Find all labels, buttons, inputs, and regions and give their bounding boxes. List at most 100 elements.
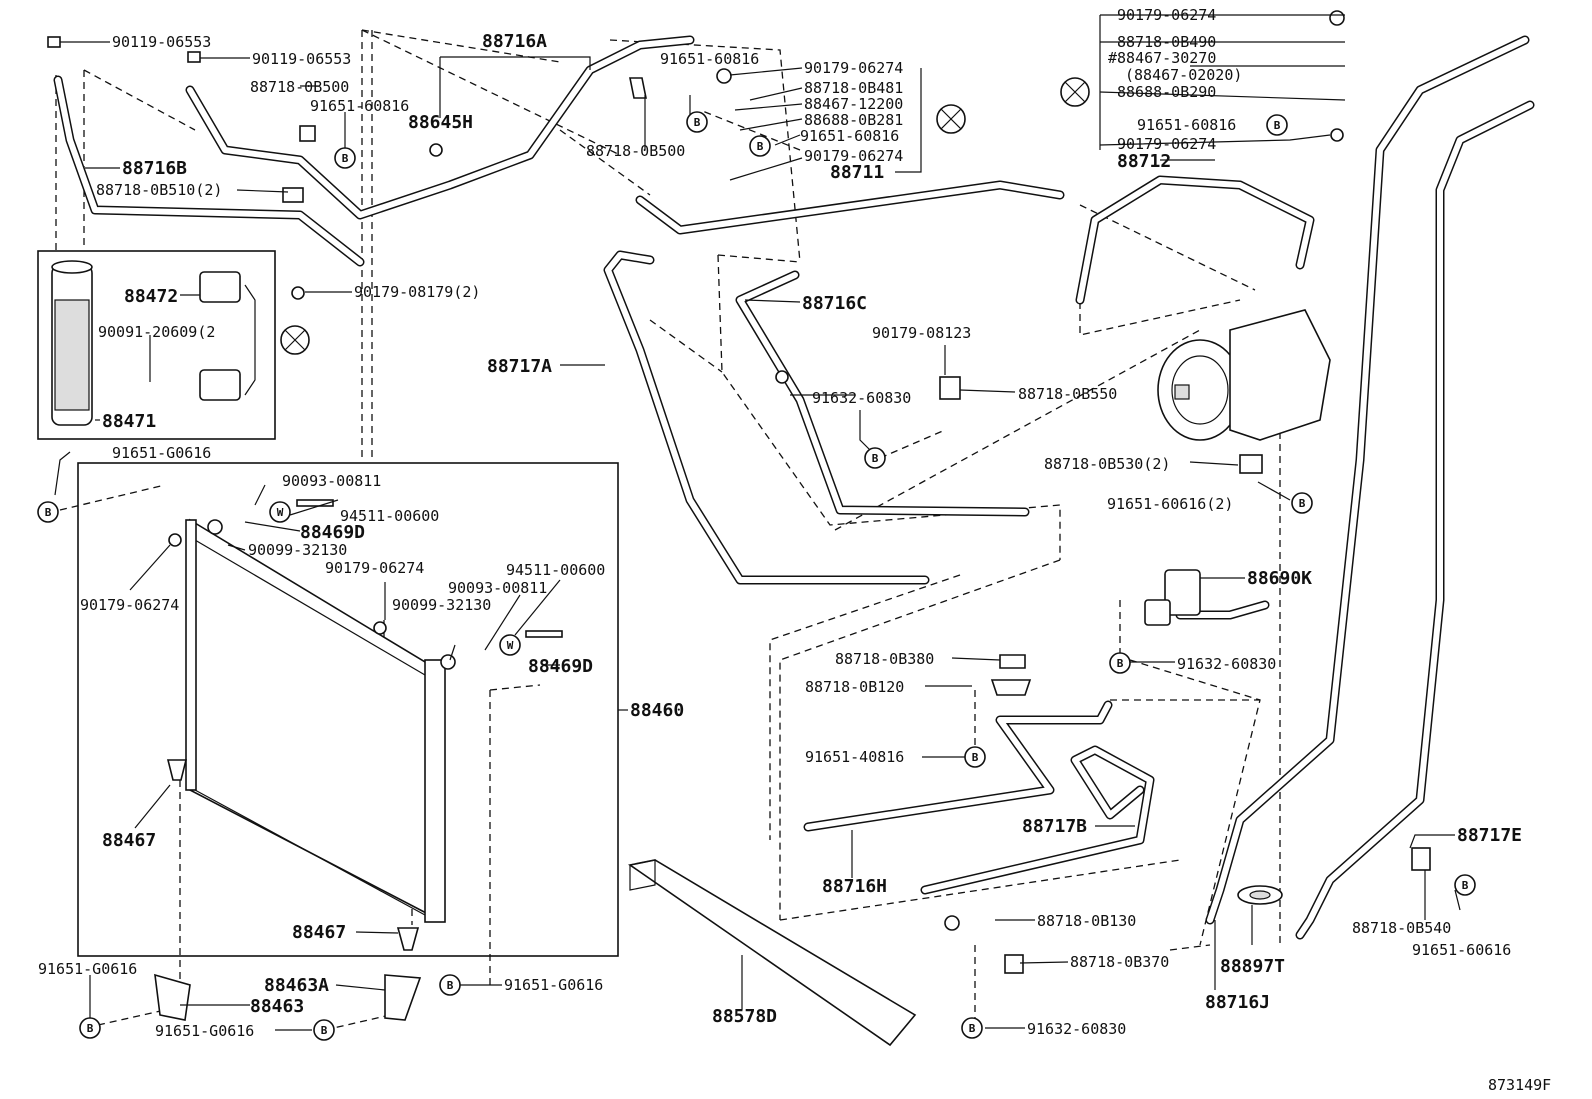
svg-text:B: B bbox=[1299, 497, 1306, 510]
part-label: 88467-12200 bbox=[804, 95, 903, 113]
part-label: 88717E bbox=[1457, 825, 1522, 846]
part-label: 88460 bbox=[630, 700, 684, 721]
part-label: 88471 bbox=[102, 411, 156, 432]
part-label: 88472 bbox=[124, 286, 178, 307]
part-label: 91632-60830 bbox=[812, 389, 911, 407]
svg-text:B: B bbox=[1462, 879, 1469, 892]
part-label: 90093-00811 bbox=[282, 472, 381, 490]
svg-text:B: B bbox=[87, 1022, 94, 1035]
svg-text:B: B bbox=[694, 116, 701, 129]
part-label: 88463A bbox=[264, 975, 329, 996]
part-label: 90179-06274 bbox=[804, 59, 903, 77]
part-label: 88718-0B500 bbox=[586, 142, 685, 160]
part-label: 88716C bbox=[802, 293, 867, 314]
svg-text:B: B bbox=[1274, 119, 1281, 132]
part-label: 88718-0B550 bbox=[1018, 385, 1117, 403]
pipes bbox=[53, 35, 1535, 940]
part-label: 88645H bbox=[408, 112, 473, 133]
valve-88690k bbox=[1144, 569, 1201, 626]
svg-text:B: B bbox=[1117, 657, 1124, 670]
part-label: 91651-G0616 bbox=[38, 960, 137, 978]
part-label: 88712 bbox=[1117, 151, 1171, 172]
group-brackets bbox=[439, 15, 1101, 711]
bracket-88463 bbox=[154, 973, 191, 1021]
part-label: 88718-0B380 bbox=[835, 650, 934, 668]
part-labels: 90119-06553 90119-06553 88716A 91651-608… bbox=[38, 6, 1551, 1094]
part-label: #88467-30270 bbox=[1108, 49, 1216, 67]
condenser-core-88460 bbox=[185, 518, 446, 923]
part-label: 90179-06274 bbox=[80, 596, 179, 614]
part-label: 90119-06553 bbox=[112, 33, 211, 51]
svg-text:B: B bbox=[342, 152, 349, 165]
svg-text:B: B bbox=[972, 751, 979, 764]
svg-text:W: W bbox=[277, 506, 284, 519]
part-label: 88711 bbox=[830, 162, 884, 183]
part-label: 90099-32130 bbox=[392, 596, 491, 614]
svg-text:B: B bbox=[321, 1024, 328, 1037]
receiver-dryer-frame bbox=[37, 250, 276, 440]
part-label: 88717A bbox=[487, 356, 552, 377]
part-label: 90179-06274 bbox=[325, 559, 424, 577]
assembly-dashed-lines bbox=[55, 29, 1281, 1031]
part-label: 90093-00811 bbox=[448, 579, 547, 597]
part-label: 88463 bbox=[250, 996, 304, 1017]
svg-text:W: W bbox=[507, 639, 514, 652]
svg-text:B: B bbox=[757, 140, 764, 153]
part-label: 88690K bbox=[1247, 568, 1312, 589]
part-label: 88718-0B540 bbox=[1352, 919, 1451, 937]
part-label: 88718-0B530(2) bbox=[1044, 455, 1170, 473]
part-label: 91651-60616(2) bbox=[1107, 495, 1233, 513]
svg-text:B: B bbox=[45, 506, 52, 519]
part-label: 90119-06553 bbox=[252, 50, 351, 68]
part-label: 88718-0B370 bbox=[1070, 953, 1169, 971]
bracket-88472 bbox=[199, 271, 256, 401]
part-label: 88718-0B510(2) bbox=[96, 181, 222, 199]
part-label: 88718-0B500 bbox=[250, 78, 349, 96]
part-label: 90179-08123 bbox=[872, 324, 971, 342]
diagram-code: 873149F bbox=[1488, 1076, 1551, 1094]
part-label: 88718-0B490 bbox=[1117, 33, 1216, 51]
part-label: 90179-06274 bbox=[1117, 6, 1216, 24]
part-label: 88718-0B120 bbox=[805, 678, 904, 696]
part-label: 90179-06274 bbox=[1117, 135, 1216, 153]
part-label: 91651-60816 bbox=[660, 50, 759, 68]
part-label: 94511-00600 bbox=[340, 507, 439, 525]
svg-text:B: B bbox=[872, 452, 879, 465]
part-label: 91651-60816 bbox=[1137, 116, 1236, 134]
part-label: 90099-32130 bbox=[248, 541, 347, 559]
part-label: 88469D bbox=[528, 656, 593, 677]
receiver-dryer-88471 bbox=[51, 260, 93, 426]
part-label: 88716A bbox=[482, 31, 547, 52]
part-label: 90091-20609(2 bbox=[98, 323, 215, 341]
part-label: 91651-60816 bbox=[310, 97, 409, 115]
part-label: 88897T bbox=[1220, 956, 1285, 977]
leader-lines bbox=[54, 14, 1461, 1031]
part-label: 91651-G0616 bbox=[504, 976, 603, 994]
bracket-88463a bbox=[384, 974, 422, 1021]
part-label: 88716B bbox=[122, 158, 187, 179]
part-label: 88688-0B281 bbox=[804, 111, 903, 129]
part-label: 94511-00600 bbox=[506, 561, 605, 579]
part-label: 91651-60816 bbox=[800, 127, 899, 145]
part-label: 88467 bbox=[102, 830, 156, 851]
part-label: 88688-0B290 bbox=[1117, 83, 1216, 101]
part-label: 88718-0B130 bbox=[1037, 912, 1136, 930]
part-label: 88716H bbox=[822, 876, 887, 897]
circle-x-symbols bbox=[280, 77, 1090, 355]
part-label: 88578D bbox=[712, 1006, 777, 1027]
part-label: 91632-60830 bbox=[1177, 655, 1276, 673]
part-label: 88716J bbox=[1205, 992, 1270, 1013]
part-label: 88467 bbox=[292, 922, 346, 943]
part-label: 90179-06274 bbox=[804, 147, 903, 165]
part-label: 88717B bbox=[1022, 816, 1087, 837]
seal-bar-88578d bbox=[627, 859, 917, 1047]
part-label: 88718-0B481 bbox=[804, 79, 903, 97]
part-label: 88469D bbox=[300, 522, 365, 543]
part-label: 91651-G0616 bbox=[112, 444, 211, 462]
part-label: 91651-G0616 bbox=[155, 1022, 254, 1040]
bolt-badges: B B B B B B B W W B B B B B B B bbox=[37, 111, 1476, 1041]
part-label: (88467-02020) bbox=[1125, 66, 1242, 84]
part-label: 91632-60830 bbox=[1027, 1020, 1126, 1038]
part-label: 91651-40816 bbox=[805, 748, 904, 766]
